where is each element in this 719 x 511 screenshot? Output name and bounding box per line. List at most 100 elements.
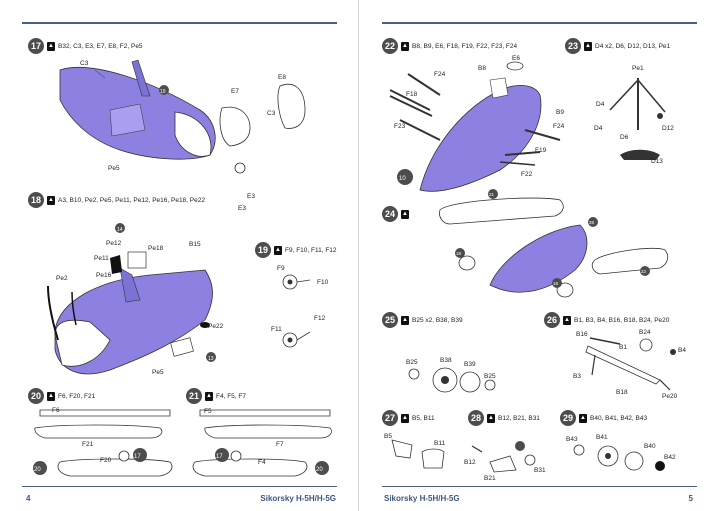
- glue-icon: ▲: [274, 245, 282, 255]
- callout-Pe5: Pe5: [108, 165, 120, 172]
- step-18-header: 18 ▲ A3, B10, Pe2, Pe5, Pe11, Pe12, Pe16…: [28, 192, 205, 208]
- step-number: 24: [382, 206, 398, 222]
- callout-Pe22: Pe22: [208, 323, 224, 330]
- callout-B1: B1: [619, 344, 627, 351]
- glue-icon: ▲: [401, 41, 409, 51]
- step-24-header: 24 ▲: [382, 206, 412, 222]
- callout-Pe2: Pe2: [56, 275, 68, 282]
- step-24-labels: 21 28 18 18 22: [456, 192, 647, 286]
- step-29-labels: B43 B41 B40 B42: [566, 434, 676, 461]
- callout-step-ref: 21: [489, 192, 495, 197]
- step-29-wheel-drawing: [573, 444, 665, 471]
- callout-B3: B3: [573, 373, 581, 380]
- callout-D6: D6: [620, 134, 629, 141]
- header-rule: [22, 22, 337, 24]
- callout-F7: F7: [276, 441, 284, 448]
- step-28-labels: B12 B21 B31: [464, 459, 546, 482]
- callout-B39: B39: [464, 361, 476, 368]
- callout-C3: C3: [80, 60, 89, 67]
- callout-B42: B42: [664, 454, 676, 461]
- callout-D4: D4: [594, 125, 603, 132]
- step-28-header: 28 ▲ B12, B21, B31: [468, 410, 540, 426]
- step-number: 17: [28, 38, 44, 54]
- step-parts: A3, B10, Pe2, Pe5, Pe11, Pe12, Pe16, Pe1…: [58, 196, 205, 204]
- step-26-gear-drawing: [585, 337, 676, 391]
- step-parts: B1, B3, B4, B16, B18, B24, Pe20: [574, 316, 670, 324]
- callout-step-ref: 18: [553, 281, 559, 286]
- step-number: 18: [28, 192, 44, 208]
- step-25-wheel-drawing: [408, 367, 496, 393]
- header-rule: [382, 22, 697, 24]
- glue-icon: ▲: [584, 41, 592, 51]
- callout-Pe18: Pe18: [148, 245, 164, 252]
- page-left: 17 ▲ B32, C3, E3, E7, E8, F2, Pe5 18 ▲ A…: [0, 0, 359, 511]
- callout-E6: E6: [512, 55, 520, 62]
- step-26-labels: B16 B24 B1 B4 B3 B18 Pe20: [573, 329, 686, 400]
- callout-step-ref: 17: [216, 454, 223, 460]
- step-20-labels: F6 F21 F20 17 20: [34, 407, 141, 473]
- callout-Pe5: Pe5: [152, 369, 164, 376]
- page-number: 4: [26, 494, 31, 503]
- callout-B41: B41: [596, 434, 608, 441]
- callout-B24: B24: [639, 329, 651, 336]
- callout-step-ref: 28: [589, 220, 595, 225]
- callout-Pe16: Pe16: [96, 272, 112, 279]
- step-parts: B40, B41, B42, B43: [590, 414, 648, 422]
- step-parts: F4, F5, F7: [216, 392, 246, 400]
- step-23-labels: Pe1 D4 D4 D6 D12 D13: [594, 65, 674, 165]
- callout-step-ref: 13: [208, 356, 214, 362]
- callout-F11: F11: [271, 326, 282, 333]
- callout-B43: B43: [566, 436, 578, 443]
- callout-B9: B9: [556, 109, 564, 116]
- page-right: 22 ▲ B8, B9, E6, F18, F19, F22, F23, F24…: [360, 0, 719, 511]
- step-17-header: 17 ▲ B32, C3, E3, E7, E8, F2, Pe5: [28, 38, 143, 54]
- callout-B4: B4: [678, 347, 686, 354]
- callout-B12: B12: [464, 459, 476, 466]
- footer-title: Sikorsky H-5H/H-5G: [384, 494, 460, 503]
- callout-C3: C3: [267, 110, 276, 117]
- step-number: 29: [560, 410, 576, 426]
- callout-F20: F20: [100, 457, 112, 464]
- step-25-labels: B25 B38 B39 B25: [406, 357, 496, 380]
- callout-Pe20: Pe20: [662, 393, 678, 400]
- step-23-header: 23 ▲ D4 x2, D6, D12, D13, Pe1: [565, 38, 670, 54]
- callout-F6: F6: [52, 407, 60, 414]
- step-number: 20: [28, 388, 44, 404]
- callout-E3: E3: [247, 193, 255, 200]
- callout-D4: D4: [596, 101, 605, 108]
- step-25-header: 25 ▲ B25 x2, B38, B39: [382, 312, 463, 328]
- glue-icon: ▲: [205, 391, 213, 401]
- step-parts: B12, B21, B31: [498, 414, 540, 422]
- step-number: 26: [544, 312, 560, 328]
- callout-F9: F9: [277, 265, 285, 272]
- step-number: 25: [382, 312, 398, 328]
- footer-rule: [22, 486, 337, 487]
- callout-Pe11: Pe11: [94, 255, 109, 262]
- callout-F24: F24: [553, 123, 565, 130]
- glue-icon: ▲: [47, 41, 55, 51]
- step-20-header: 20 ▲ F6, F20, F21: [28, 388, 95, 404]
- callout-F24: F24: [434, 71, 446, 78]
- callout-F5: F5: [204, 408, 212, 415]
- step-17-labels: C3 E7 E8 C3 Pe5 E3 E3 19: [80, 60, 286, 212]
- right-page-drawings: B8 E6 F24 F18 F23 B9 F24 F19 F22 10 Pe1: [384, 55, 686, 482]
- glue-icon: ▲: [401, 315, 409, 325]
- callout-B31: B31: [534, 467, 546, 474]
- callout-F18: F18: [406, 91, 418, 98]
- callout-B16: B16: [576, 331, 588, 338]
- callout-F19: F19: [535, 147, 547, 154]
- step-18-labels: 14 Pe12 Pe18 B15 Pe11 Pe16 Pe2 Pe22 Pe5 …: [56, 227, 224, 376]
- callout-F23: F23: [394, 123, 406, 130]
- step-20-float-drawing: [33, 409, 173, 477]
- step-28-parts-drawing: [471, 441, 536, 473]
- step-17-fuselage-drawing: [59, 59, 306, 174]
- step-number: 23: [565, 38, 581, 54]
- step-27-header: 27 ▲ B5, B11: [382, 410, 435, 426]
- glue-icon: ▲: [487, 413, 495, 423]
- step-number: 22: [382, 38, 398, 54]
- callout-Pe12: Pe12: [106, 240, 122, 247]
- step-parts: D4 x2, D6, D12, D13, Pe1: [595, 42, 671, 50]
- callout-F4: F4: [258, 459, 266, 466]
- step-24-floats-drawing: [439, 189, 669, 298]
- glue-icon: ▲: [47, 195, 55, 205]
